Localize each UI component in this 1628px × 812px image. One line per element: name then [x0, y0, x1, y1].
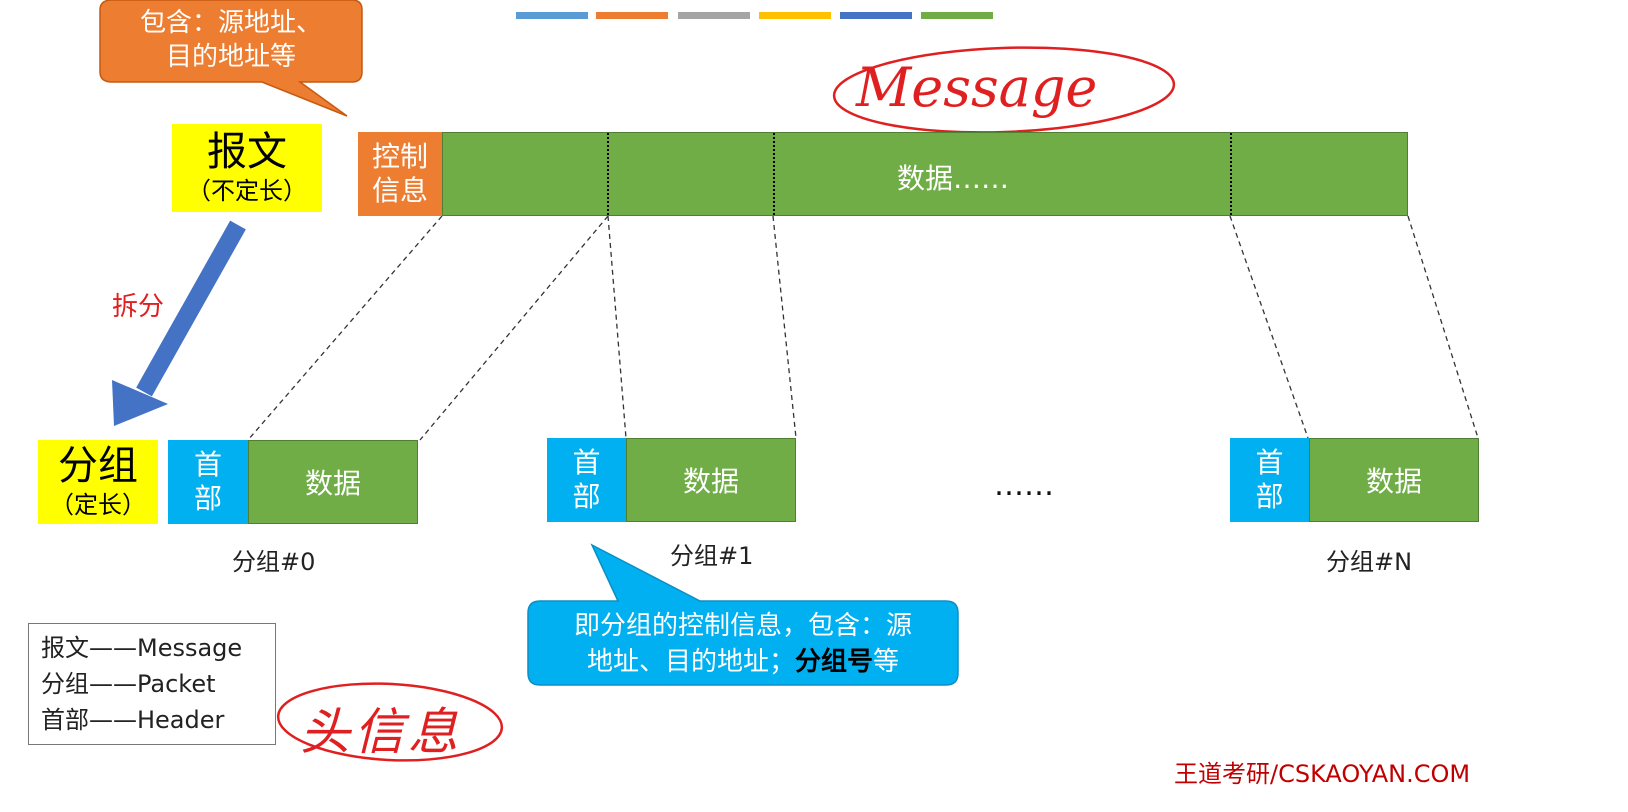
- packet-label: 分组 （定长）: [38, 440, 158, 524]
- bottom-callout-text: 即分组的控制信息，包含：源 地址、目的地址；分组号等: [530, 608, 956, 680]
- message-sep-3: [1230, 133, 1232, 215]
- split-arrow-head: [112, 380, 168, 426]
- bottom-callout-line2-bold: 分组号: [794, 647, 873, 677]
- message-title: 报文: [207, 129, 287, 175]
- packetN-header-line1: 首: [1255, 446, 1284, 479]
- top-callout-line1: 包含：源地址、: [139, 8, 322, 38]
- packet1-header-line2: 部: [572, 480, 601, 513]
- packet0-label: 分组#0: [232, 548, 316, 576]
- packet0-data: 数据: [248, 440, 418, 524]
- bottom-callout-shape: [527, 543, 959, 686]
- split-label: 拆分: [112, 292, 165, 322]
- legend-line-header: 首部——Header: [41, 706, 225, 734]
- top-callout-text: 包含：源地址、 目的地址等: [102, 6, 360, 74]
- strip-yellow: [759, 12, 831, 19]
- packetN-data: 数据: [1309, 438, 1479, 522]
- packet-subtitle: （定长）: [50, 491, 146, 519]
- message-data-text: 数据……: [897, 162, 1010, 195]
- control-line2: 信息: [371, 174, 428, 207]
- top-callout-line2: 目的地址等: [165, 42, 296, 72]
- message-label: 报文 （不定长）: [172, 124, 322, 212]
- packets-ellipsis: ……: [994, 468, 1054, 503]
- message-control-info: 控制 信息: [358, 132, 442, 216]
- control-line1: 控制: [371, 140, 428, 173]
- bottom-callout-line1: 即分组的控制信息，包含：源: [573, 611, 912, 641]
- legend-box: 报文——Message 分组——Packet 首部——Header: [28, 623, 276, 745]
- handwritten-note: 头信息: [300, 703, 462, 761]
- projection-lines: [247, 215, 1479, 441]
- bottom-callout-line2-end: 等: [873, 647, 900, 677]
- packet0-header: 首 部: [168, 440, 248, 524]
- packet1-label: 分组#1: [670, 542, 754, 570]
- legend-line-packet: 分组——Packet: [41, 670, 216, 698]
- message-red-ellipse: [832, 46, 1176, 134]
- message-subtitle: （不定长）: [187, 177, 307, 205]
- handwritten-message: Message: [856, 56, 1098, 119]
- message-sep-2: [773, 133, 775, 215]
- note-red-ellipse: [276, 682, 504, 762]
- bottom-callout-line2-plain: 地址、目的地址；: [586, 647, 795, 677]
- packet1-data: 数据: [626, 438, 796, 522]
- packetN-header: 首 部: [1230, 438, 1309, 522]
- packet1-header: 首 部: [547, 438, 626, 522]
- packetN-header-line2: 部: [1255, 480, 1284, 513]
- legend-line-message: 报文——Message: [41, 634, 243, 662]
- packet1-header-line1: 首: [572, 446, 601, 479]
- watermark: 王道考研/CSKAOYAN.COM: [1174, 760, 1471, 788]
- strip-orange: [596, 12, 668, 19]
- strip-gray: [678, 12, 750, 19]
- packet0-header-line1: 首: [193, 448, 222, 481]
- message-sep-1: [607, 133, 609, 215]
- strip-blue: [516, 12, 588, 19]
- top-callout-shape: [99, 0, 363, 117]
- strip-green: [921, 12, 993, 19]
- split-arrow-shaft: [136, 220, 246, 397]
- bottom-callout-line2: 地址、目的地址；分组号等: [530, 644, 956, 680]
- packet-title: 分组: [58, 443, 138, 489]
- packet0-header-line2: 部: [193, 482, 222, 515]
- message-data-bar: 数据……: [442, 132, 1408, 216]
- packetN-label: 分组#N: [1326, 548, 1413, 576]
- strip-darkblue: [840, 12, 912, 19]
